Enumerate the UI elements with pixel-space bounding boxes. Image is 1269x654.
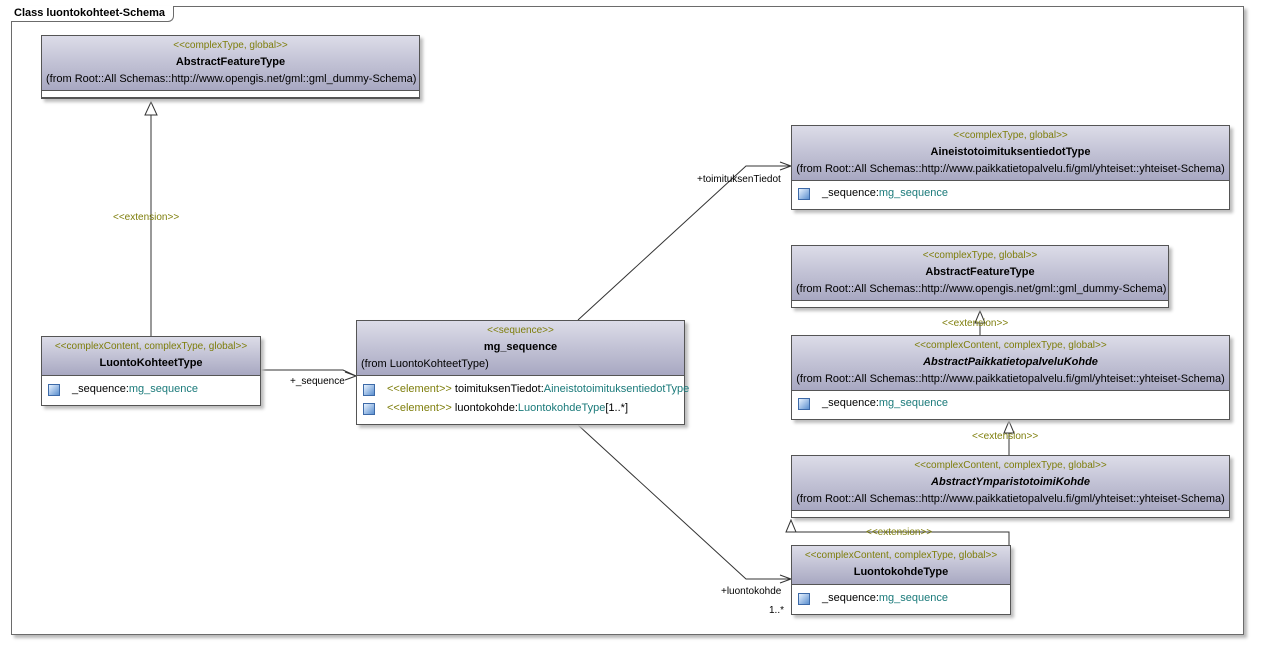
class-header: <<complexType, global>> AbstractFeatureT…	[792, 246, 1168, 301]
class-origin: (from LuontoKohteetType)	[361, 358, 489, 370]
element-name: toimituksenTiedot:	[451, 383, 544, 395]
class-origin: (from Root::All Schemas::http://www.open…	[46, 73, 417, 85]
attribute-name: _sequence:	[822, 397, 879, 409]
class-name: AbstractFeatureType	[175, 56, 286, 68]
class-header: <<complexContent, complexType, global>> …	[42, 337, 260, 376]
class-name: LuontoKohteetType	[99, 357, 203, 369]
stereotype-label: <<complexType, global>>	[173, 40, 288, 51]
stereotype-label: <<sequence>>	[487, 325, 554, 336]
element-name: luontokohde:	[451, 402, 518, 414]
stereotype-label: <<complexType, global>>	[953, 130, 1068, 141]
class-aineistotoimituksentiedot-type[interactable]: <<complexType, global>> Aineistotoimituk…	[791, 125, 1230, 210]
class-header: <<sequence>> mg_sequence (from LuontoKoh…	[357, 321, 684, 376]
association-luontokohde[interactable]	[577, 424, 791, 580]
extension-label-right-2: <<extension>>	[972, 431, 1039, 442]
attribute-name: _sequence:	[72, 383, 129, 395]
extension-line-right-3[interactable]	[791, 531, 1010, 545]
attribute-row[interactable]: _sequence:mg_sequence	[792, 184, 1229, 203]
attribute-icon	[798, 188, 810, 200]
multiplicity-label-luontokohde: 1..*	[769, 605, 785, 616]
class-luontokohde-type[interactable]: <<complexContent, complexType, global>> …	[791, 545, 1011, 615]
attribute-icon	[798, 398, 810, 410]
attribute-name: _sequence:	[822, 187, 879, 199]
class-origin: (from Root::All Schemas::http://www.paik…	[796, 163, 1225, 175]
stereotype-label: <<complexContent, complexType, global>>	[804, 550, 998, 561]
element-icon	[363, 384, 375, 396]
element-row[interactable]: <<element>> toimituksenTiedot:Aineistoto…	[357, 380, 689, 399]
attribute-compartment: _sequence:mg_sequence	[792, 391, 1229, 419]
attribute-compartment: _sequence:mg_sequence	[792, 585, 1010, 614]
attribute-name: _sequence:	[822, 592, 879, 604]
element-stereotype: <<element>>	[387, 402, 452, 414]
stereotype-label: <<complexContent, complexType, global>>	[914, 340, 1107, 351]
class-name: AbstractYmparistotoimiKohde	[931, 476, 1090, 488]
class-header: <<complexType, global>> AbstractFeatureT…	[42, 36, 419, 91]
stereotype-label: <<complexContent, complexType, global>>	[914, 460, 1107, 471]
class-header: <<complexContent, complexType, global>> …	[792, 456, 1229, 511]
class-abstract-paikkatietopalvelu-kohde[interactable]: <<complexContent, complexType, global>> …	[791, 335, 1230, 420]
class-luontokohteet-type[interactable]: <<complexContent, complexType, global>> …	[41, 336, 261, 406]
extension-arrowhead-right-1	[974, 309, 986, 324]
attribute-compartment: _sequence:mg_sequence	[42, 376, 260, 405]
class-name: AbstractPaikkatietopalveluKohde	[923, 356, 1098, 368]
class-origin: (from Root::All Schemas::http://www.paik…	[796, 493, 1225, 505]
association-toimituksen[interactable]	[577, 165, 791, 321]
element-compartment: <<element>> toimituksenTiedot:Aineistoto…	[357, 376, 689, 424]
element-icon	[363, 403, 375, 415]
attribute-type: mg_sequence	[878, 397, 948, 409]
extension-label-right-3: <<extension>>	[866, 527, 933, 538]
element-row[interactable]: <<element>> luontokohde:LuontokohdeType[…	[357, 399, 684, 418]
element-type: AineistotoimituksentiedotType	[543, 383, 690, 395]
class-header: <<complexType, global>> Aineistotoimituk…	[792, 126, 1229, 181]
class-name: mg_sequence	[483, 341, 558, 353]
extension-arrowhead-left	[144, 100, 158, 116]
attribute-type: mg_sequence	[878, 592, 948, 604]
class-name: LuontokohdeType	[853, 566, 949, 578]
extension-label-left: <<extension>>	[113, 212, 180, 223]
stereotype-label: <<complexContent, complexType, global>>	[54, 341, 248, 352]
class-abstract-feature-type-top[interactable]: <<complexType, global>> AbstractFeatureT…	[41, 35, 420, 99]
role-label-toimituksen: +toimituksenTiedot	[697, 174, 781, 185]
class-origin: (from Root::All Schemas::http://www.paik…	[796, 373, 1225, 385]
attribute-icon	[798, 593, 810, 605]
extension-arrowhead-right-3	[785, 518, 797, 533]
attribute-type: mg_sequence	[878, 187, 948, 199]
class-mg-sequence[interactable]: <<sequence>> mg_sequence (from LuontoKoh…	[356, 320, 689, 425]
class-abstract-feature-type-right[interactable]: <<complexType, global>> AbstractFeatureT…	[791, 245, 1169, 308]
class-name: AbstractFeatureType	[925, 266, 1035, 278]
attribute-compartment	[792, 511, 1229, 517]
extension-label-right-1: <<extension>>	[942, 318, 1009, 329]
class-abstract-ymparistotoimi-kohde[interactable]: <<complexContent, complexType, global>> …	[791, 455, 1230, 518]
class-header: <<complexContent, complexType, global>> …	[792, 546, 1010, 585]
class-header: <<complexContent, complexType, global>> …	[792, 336, 1229, 391]
class-origin: (from Root::All Schemas::http://www.open…	[796, 283, 1167, 295]
attribute-compartment	[42, 91, 419, 98]
attribute-row[interactable]: _sequence:mg_sequence	[792, 394, 1229, 413]
attribute-row[interactable]: _sequence:mg_sequence	[42, 380, 260, 399]
extension-arrowhead-right-2	[1003, 419, 1015, 434]
element-multiplicity: [1..*]	[605, 402, 628, 414]
attribute-icon	[48, 384, 60, 396]
class-name: AineistotoimituksentiedotType	[930, 146, 1091, 158]
attribute-compartment: _sequence:mg_sequence	[792, 181, 1229, 209]
attribute-row[interactable]: _sequence:mg_sequence	[792, 589, 1010, 608]
attribute-type: mg_sequence	[128, 383, 198, 395]
role-label-luontokohde: +luontokohde	[721, 586, 782, 597]
element-type: LuontokohdeType	[517, 402, 606, 414]
element-stereotype: <<element>>	[387, 383, 452, 395]
attribute-compartment	[792, 301, 1168, 307]
diagram-title: Class luontokohteet-Schema	[11, 6, 174, 22]
role-label-sequence: +_sequence	[290, 376, 345, 387]
stereotype-label: <<complexType, global>>	[922, 250, 1038, 261]
